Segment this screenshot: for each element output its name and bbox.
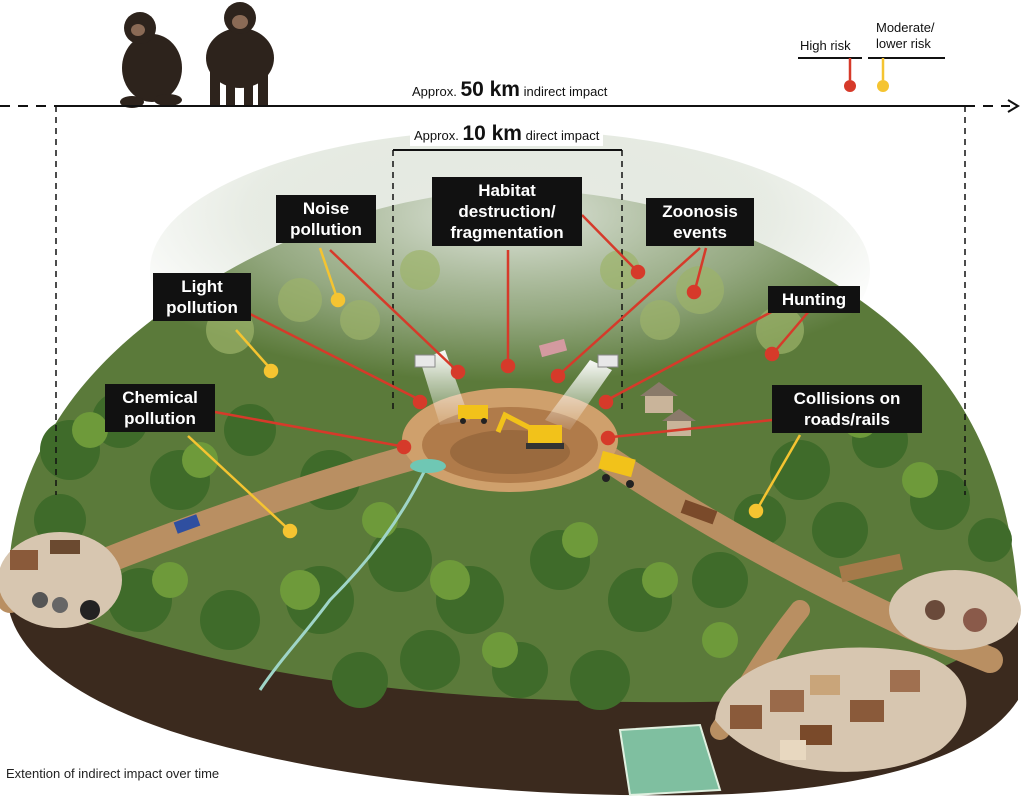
indirect-impact-label: Approx. 50 km indirect impact <box>408 78 612 102</box>
bottom-village <box>715 647 967 772</box>
label-hunting: Hunting <box>768 286 860 313</box>
dump-truck-pit <box>458 405 488 424</box>
label-habitat-destruction: Habitat destruction/ fragmentation <box>432 177 582 246</box>
light-beam-left <box>420 350 470 425</box>
right-village <box>889 570 1021 650</box>
direct-impact-scale <box>392 149 623 410</box>
pickup-truck <box>538 338 568 358</box>
excavator <box>495 411 564 449</box>
indirect-distance: 50 km <box>460 78 520 101</box>
left-village <box>0 532 122 628</box>
light-beam-right <box>545 360 612 430</box>
high-risk-connectors <box>214 214 811 455</box>
legend-moderate-risk-pin <box>868 57 945 92</box>
chimpanzee-sitting <box>120 12 182 108</box>
label-noise-pollution: Noise pollution <box>276 195 376 243</box>
legend-moderate-risk-label: Moderate/ lower risk <box>876 20 935 51</box>
legend-high-risk-pin <box>798 57 862 92</box>
stream <box>258 469 427 691</box>
indirect-prefix: Approx. <box>412 84 457 99</box>
crop-field <box>618 723 722 797</box>
chemical-pond <box>410 459 446 473</box>
direct-prefix: Approx. <box>414 128 459 143</box>
direct-distance: 10 km <box>462 122 522 145</box>
indirect-impact-scale <box>0 99 1020 495</box>
label-zoonosis-events: Zoonosis events <box>646 198 754 246</box>
label-light-pollution: Light pollution <box>153 273 251 321</box>
indirect-suffix: indirect impact <box>523 84 608 99</box>
chimpanzee-standing <box>206 2 274 106</box>
moderate-risk-connectors <box>187 247 802 539</box>
label-chemical-pollution: Chemical pollution <box>105 384 215 432</box>
label-collisions: Collisions on roads/rails <box>772 385 922 433</box>
footer-caption: Extention of indirect impact over time <box>6 766 220 781</box>
legend-high-risk-label: High risk <box>800 38 851 53</box>
logging-truck <box>680 499 718 525</box>
direct-suffix: direct impact <box>525 128 600 143</box>
log-pile <box>839 553 903 583</box>
dump-truck-road <box>598 450 636 488</box>
blue-car <box>173 514 201 534</box>
direct-impact-label: Approx. 10 km direct impact <box>410 122 604 146</box>
huts <box>640 382 696 436</box>
